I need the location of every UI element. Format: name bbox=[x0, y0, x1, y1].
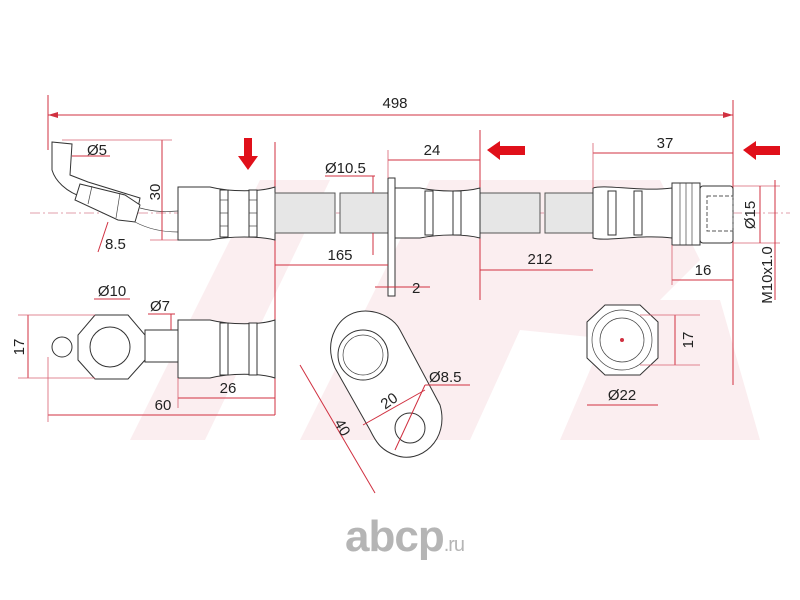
dim-bracket-hole-dia: Ø8.5 bbox=[394, 369, 470, 451]
arrow-left-icon bbox=[743, 141, 780, 160]
dim-banjo-dia: Ø15 M10x1.0 bbox=[733, 180, 780, 304]
hose-segment bbox=[544, 192, 594, 234]
dim-bracket-length: 40 bbox=[299, 364, 376, 494]
right-fitting bbox=[592, 182, 734, 246]
dim-nut-dia: Ø10 bbox=[94, 283, 130, 300]
svg-text:Ø22: Ø22 bbox=[608, 387, 636, 404]
svg-text:17: 17 bbox=[680, 332, 697, 349]
arrow-down-icon bbox=[238, 138, 258, 170]
dim-right-fitting-length: 37 bbox=[592, 135, 733, 188]
bent-pipe-end bbox=[51, 141, 179, 233]
dim-end-pipe-dia: Ø5 bbox=[87, 142, 107, 159]
svg-text:2: 2 bbox=[412, 280, 420, 297]
dim-banjo-length: 16 bbox=[671, 245, 733, 285]
svg-text:212: 212 bbox=[527, 251, 552, 268]
dim-left-hose-length: 165 bbox=[275, 247, 388, 266]
dim-bracket-thickness: 2 bbox=[375, 280, 430, 297]
svg-text:40: 40 bbox=[330, 416, 353, 439]
bracket-plate-view bbox=[330, 310, 443, 458]
dim-right-hose-length: 212 bbox=[480, 251, 593, 271]
dim-pipe-nut-dia: 8.5 bbox=[105, 236, 126, 253]
svg-text:37: 37 bbox=[657, 135, 674, 152]
banjo bbox=[699, 185, 734, 244]
svg-text:30: 30 bbox=[147, 184, 164, 201]
dim-bracket-hole-spacing: 20 bbox=[362, 389, 426, 426]
svg-text:Ø10: Ø10 bbox=[98, 283, 126, 300]
dim-tube-dia: Ø7 bbox=[148, 298, 175, 330]
hose-segment bbox=[274, 192, 336, 234]
logo-tld: .ru bbox=[443, 534, 465, 556]
middle-crimp-fitting bbox=[394, 187, 481, 239]
dim-overall: 498 bbox=[48, 95, 733, 118]
dim-bend-height: 30 bbox=[62, 139, 178, 241]
svg-text:26: 26 bbox=[220, 380, 237, 397]
logo-brand: abcp bbox=[345, 512, 445, 561]
dim-end-length: 60 bbox=[47, 357, 275, 422]
svg-text:24: 24 bbox=[424, 142, 441, 159]
left-crimp-fitting bbox=[177, 186, 276, 241]
dim-round-nut-dia: Ø22 bbox=[587, 387, 658, 406]
dim-nut-width: 17 bbox=[11, 314, 95, 379]
svg-text:17: 17 bbox=[11, 339, 28, 356]
svg-text:498: 498 bbox=[382, 95, 407, 112]
round-nut-view bbox=[586, 304, 659, 376]
abcp-logo: abcp.ru bbox=[345, 512, 465, 562]
bracket-plate bbox=[387, 177, 396, 297]
dim-hose-dia: Ø10.5 bbox=[325, 160, 366, 177]
svg-text:20: 20 bbox=[378, 390, 401, 413]
dim-fitting-length: 26 bbox=[177, 378, 275, 408]
svg-text:60: 60 bbox=[155, 397, 172, 414]
svg-text:Ø8.5: Ø8.5 bbox=[429, 369, 462, 386]
svg-text:Ø15: Ø15 bbox=[742, 201, 759, 229]
svg-text:M10x1.0: M10x1.0 bbox=[759, 246, 776, 304]
arrow-left-icon bbox=[487, 141, 525, 160]
hose-segment bbox=[339, 192, 389, 234]
dim-bracket-to-fitting: 24 bbox=[387, 142, 480, 178]
end-nut-view bbox=[51, 314, 276, 380]
svg-text:16: 16 bbox=[695, 262, 712, 279]
svg-text:Ø7: Ø7 bbox=[150, 298, 170, 315]
dim-round-nut-width: 17 bbox=[640, 314, 700, 366]
svg-text:165: 165 bbox=[327, 247, 352, 264]
hose-segment bbox=[479, 192, 541, 234]
